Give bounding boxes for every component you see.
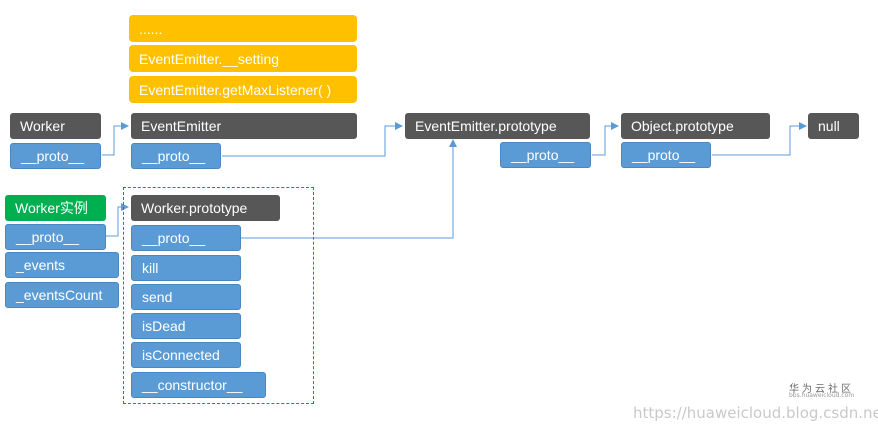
null-node: null	[808, 113, 859, 139]
event-emitter-prototype-node: EventEmitter.prototype	[405, 113, 590, 139]
worker-prototype-constructor-field: __constructor__	[131, 372, 266, 398]
emitter-proto-link	[222, 122, 403, 157]
huawei-cloud-logo-subtext: bbs.huaweicloud.com	[789, 392, 855, 399]
note-event-emitter-setting: EventEmitter.__setting	[129, 45, 357, 72]
worker-proto-field: __proto__	[10, 143, 101, 169]
note-ellipsis: ......	[129, 15, 357, 42]
worker-instance-events-count-field: _eventsCount	[5, 282, 119, 308]
note-event-emitter-get-max-listener: EventEmitter.getMaxListener( )	[129, 76, 357, 103]
event-emitter-node: EventEmitter	[131, 113, 357, 139]
worker-prototype-kill-method: kill	[131, 255, 241, 281]
worker-instance-proto-field: __proto__	[5, 224, 106, 250]
event-emitter-prototype-proto-field: __proto__	[500, 142, 591, 168]
worker-instance-events-field: _events	[5, 252, 119, 278]
object-prototype-proto-link	[712, 122, 807, 156]
worker-prototype-node: Worker.prototype	[131, 195, 280, 221]
worker-prototype-isdead-method: isDead	[131, 313, 241, 339]
worker-proto-link	[102, 122, 129, 156]
worker-prototype-group	[123, 187, 314, 404]
worker-prototype-proto-link	[241, 139, 457, 239]
worker-prototype-send-method: send	[131, 284, 241, 310]
worker-prototype-proto-field: __proto__	[131, 225, 241, 251]
watermark-url: https://huaweicloud.blog.csdn.net	[633, 404, 878, 422]
emitter-prototype-proto-link	[592, 122, 619, 156]
worker-instance-node: Worker实例	[5, 195, 106, 221]
worker-prototype-isconnected-method: isConnected	[131, 342, 241, 368]
object-prototype-node: Object.prototype	[621, 113, 770, 139]
worker-node: Worker	[10, 113, 101, 139]
object-prototype-proto-field: __proto__	[621, 142, 711, 168]
huawei-cloud-logo: 华为云社区	[789, 384, 854, 395]
event-emitter-proto-field: __proto__	[131, 143, 221, 169]
